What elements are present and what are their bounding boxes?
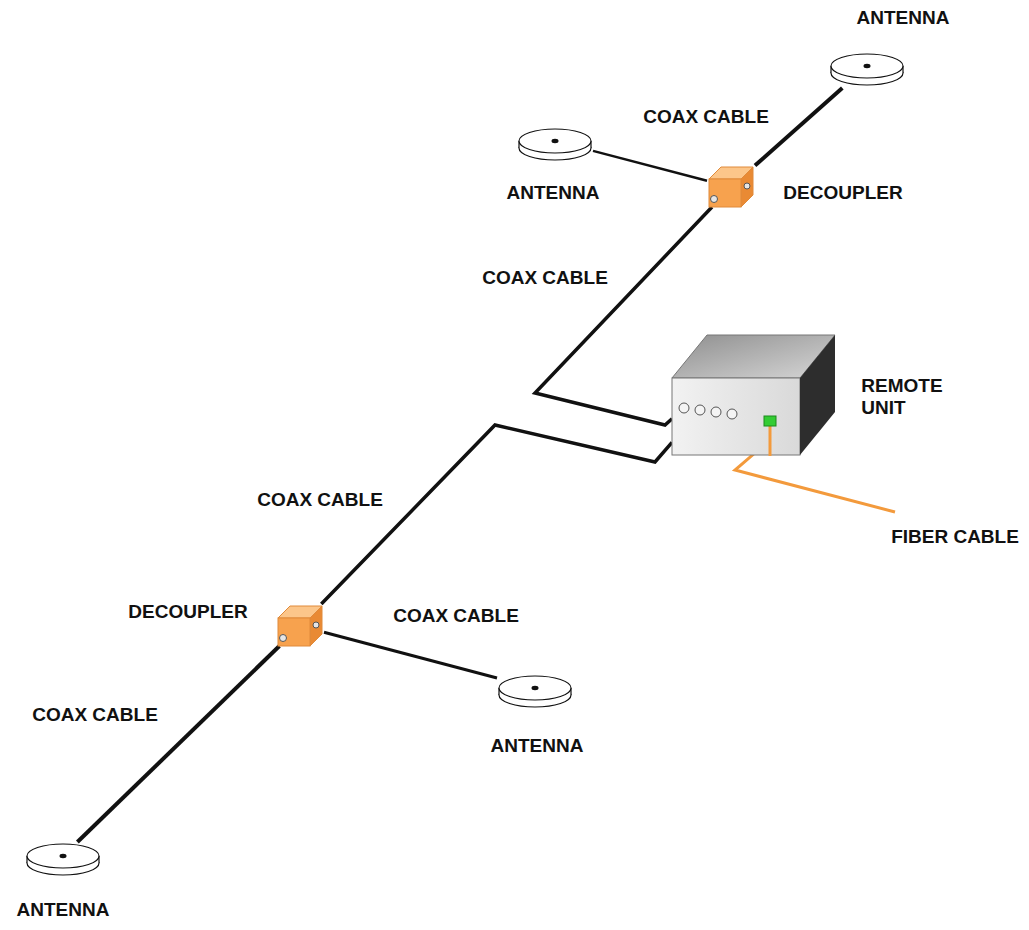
cable-label: COAX CABLE (255, 489, 385, 511)
decoupler-shape (276, 604, 324, 646)
cable-label: COAX CABLE (480, 267, 610, 289)
coax-cable (593, 151, 707, 181)
decoupler-shape (707, 165, 755, 207)
antenna: ANTENNA (497, 674, 573, 710)
antenna-shape (497, 674, 573, 710)
antenna: ANTENNA (517, 127, 593, 163)
antenna-label: ANTENNA (491, 735, 584, 757)
coax-cable (77, 646, 279, 842)
antenna-shape (829, 52, 905, 88)
antenna-shape (25, 842, 101, 878)
cable-label: COAX CABLE (30, 704, 160, 726)
coax-cable (321, 425, 672, 604)
decoupler-label: DECOUPLER (128, 601, 247, 623)
cable-label: COAX CABLE (641, 106, 771, 128)
remote-unit: REMOTE UNIT (672, 335, 835, 455)
antenna: ANTENNA (829, 52, 905, 88)
cable-label: FIBER CABLE (891, 526, 1019, 548)
antenna-label: ANTENNA (857, 7, 950, 29)
remote-unit-shape (672, 335, 835, 455)
decoupler: DECOUPLER (276, 604, 324, 646)
coax-cable (324, 632, 497, 678)
decoupler-label: DECOUPLER (783, 182, 902, 204)
antenna-label: ANTENNA (507, 182, 600, 204)
cable-label: COAX CABLE (391, 605, 521, 627)
antenna: ANTENNA (25, 842, 101, 878)
remote-unit-label: REMOTE UNIT (861, 375, 942, 419)
decoupler: DECOUPLER (707, 165, 755, 207)
antenna-label: ANTENNA (17, 899, 110, 921)
antenna-shape (517, 127, 593, 163)
